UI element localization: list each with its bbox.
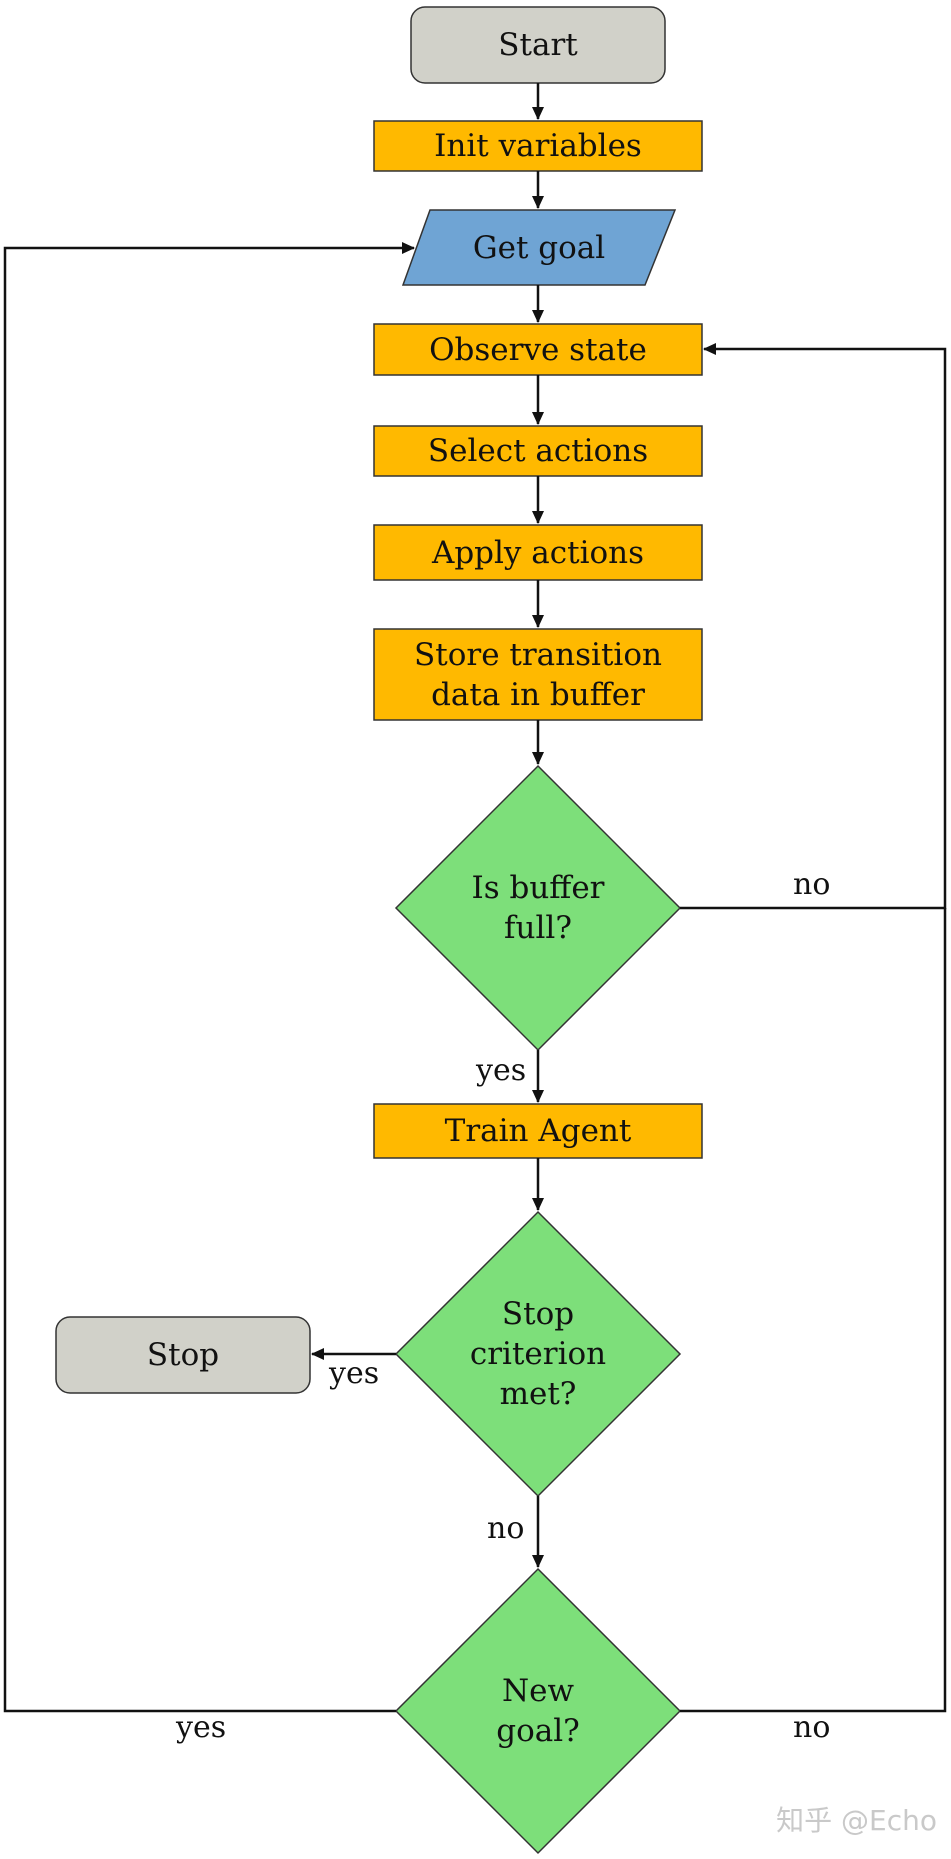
buffer-yes-label: yes	[476, 1053, 527, 1088]
get-goal-node-shape	[401, 209, 677, 286]
init-variables-node-shape	[373, 120, 703, 172]
store-transition-label: Store transition data in buffer	[414, 636, 662, 713]
start-label: Start	[498, 27, 578, 63]
observe-state-label: Observe state	[429, 331, 647, 368]
goal-no-label: no	[793, 1710, 831, 1745]
goal-yes-label: yes	[176, 1710, 227, 1745]
store-transition-node-shape	[373, 628, 703, 721]
edge-new-goal-yes-to-get-goal	[3, 242, 415, 1713]
observe-state-node-shape	[373, 323, 703, 376]
stop-no-label: no	[487, 1511, 525, 1546]
select-actions-node-shape	[373, 425, 703, 477]
stop-label: Stop	[146, 1337, 220, 1373]
new-goal-decision-shape	[394, 1567, 682, 1855]
train-agent-label: Train Agent	[444, 1113, 632, 1149]
watermark: 知乎 @Echo	[776, 1804, 937, 1837]
edge-new-goal-no-to-observe	[680, 908, 947, 1713]
stop-yes-label: yes	[329, 1356, 380, 1391]
apply-actions-label: Apply actions	[431, 534, 645, 571]
edge-buffer-no-to-observe	[680, 343, 947, 910]
train-agent-node-shape	[373, 1103, 703, 1159]
init-variables-label: Init variables	[434, 128, 642, 164]
stop-node-shape	[55, 1316, 311, 1394]
get-goal-label: Get goal	[472, 229, 606, 266]
new-goal-label: New goal?	[496, 1673, 580, 1749]
stop-criterion-label: Stop criterion met?	[469, 1296, 607, 1412]
select-actions-label: Select actions	[427, 433, 649, 469]
buffer-no-label: no	[793, 867, 831, 902]
buffer-full-label: Is buffer full?	[471, 870, 605, 946]
